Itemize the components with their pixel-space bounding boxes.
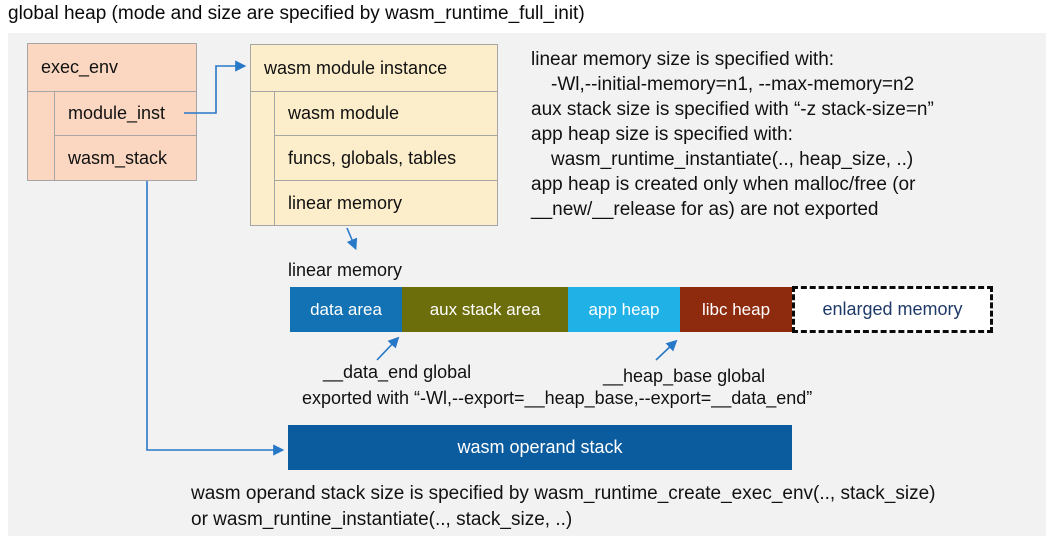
module-instance-row-wasm-module: wasm module [274,91,497,136]
linear-memory-label: linear memory [288,260,403,280]
operand-stack-box: wasm operand stack [288,425,792,470]
exec-env-row-module-inst: module_inst [54,91,196,136]
note-line: -Wl,--initial-memory=n1, --max-memory=n2 [551,74,915,95]
exec-env-row-wasm-stack: wasm_stack [54,136,196,181]
segment-libc-heap: libc heap [680,287,792,332]
module-instance-box: wasm module instance wasm module funcs, … [250,44,498,226]
exec-env-box: exec_env module_inst wasm_stack [27,43,197,181]
annotation-heap-base: __heap_base global [603,366,766,386]
exec-env-header: exec_env [28,44,196,92]
note-line: app heap is created only when malloc/fre… [531,174,916,195]
segment-data-area: data area [290,287,402,332]
memory-bar: data area aux stack area app heap libc h… [290,286,993,333]
diagram-title: global heap (mode and size are specified… [8,3,585,24]
note-line: aux stack size is specified with “-z sta… [531,99,934,120]
annotation-exported: exported with “-Wl,--export=__heap_base,… [302,388,813,408]
notes-right: linear memory size is specified with: -W… [531,47,1046,222]
module-instance-row-funcs-globals-tables: funcs, globals, tables [274,136,497,181]
operand-stack-note-line-2: or wasm_runtine_instantiate(.., stack_si… [191,509,573,530]
segment-aux-stack-area: aux stack area [402,287,568,332]
segment-app-heap: app heap [568,287,680,332]
module-instance-header: wasm module instance [251,45,497,92]
note-line: wasm_runtime_instantiate(.., heap_size, … [551,149,914,170]
operand-stack-note-line-1: wasm operand stack size is specified by … [191,483,936,504]
operand-stack-note: wasm operand stack size is specified by … [191,481,936,533]
note-line: __new/__release for as) are not exported [531,199,879,220]
segment-enlarged-memory: enlarged memory [792,286,993,333]
module-instance-row-linear-memory: linear memory [274,181,497,226]
annotation-data-end: __data_end global [323,362,472,382]
note-line: app heap size is specified with: [531,124,793,145]
note-line: linear memory size is specified with: [531,49,835,70]
